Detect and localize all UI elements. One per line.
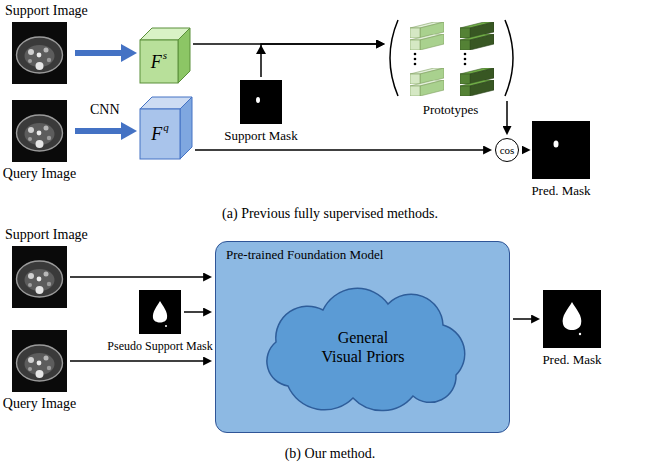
ct-image-panel: Query Image <box>12 100 67 162</box>
mask-image: Pred. Mask <box>532 121 590 179</box>
ellipsis-dots <box>414 58 417 61</box>
ct-scan <box>12 22 67 392</box>
ct-image-panel-label: Support Image <box>5 227 88 243</box>
cloud-outline <box>248 282 478 412</box>
feature-cube-label: F <box>151 52 162 72</box>
prototype-set-label: Prototypes <box>423 102 479 118</box>
flow-arrow <box>261 44 377 77</box>
ct-image-panel-label: Query Image <box>3 166 76 182</box>
ct-scan <box>12 246 67 308</box>
feature-cube: Fs <box>140 28 190 83</box>
mask-image <box>139 290 181 334</box>
ct-scan <box>12 330 67 392</box>
prototype-bar <box>410 22 494 96</box>
feature-cube-green <box>140 40 178 83</box>
prototype-bar <box>410 80 444 96</box>
prototype-bracket <box>390 20 398 96</box>
prototype-bar <box>460 80 494 96</box>
flow-arrow <box>195 149 484 151</box>
cloud-outline <box>267 288 465 410</box>
prototype-set: Prototypes <box>388 18 513 98</box>
prior-cloud-label: General Visual Priors <box>318 328 408 366</box>
block-arrow <box>75 128 122 134</box>
feature-cube: Fq <box>140 97 192 159</box>
flow-arrow <box>506 101 508 127</box>
model-box-label: Pre-trained Foundation Model <box>226 247 383 263</box>
ellipsis-dots <box>464 58 467 61</box>
network-label: CNN <box>90 102 120 118</box>
ellipsis-dots <box>414 53 467 66</box>
mask-image-label: Support Mask <box>224 128 297 144</box>
mask-image <box>256 97 260 103</box>
ct-image-panel-label: Query Image <box>3 396 76 412</box>
ct-image-panel: Support Image <box>12 246 67 308</box>
mask-image: Support Mask <box>240 80 282 124</box>
ct-image-panel: Query Image <box>12 330 67 392</box>
cos-circle: cos <box>495 138 519 162</box>
prototype-bar <box>410 34 444 50</box>
ct-scan <box>12 22 67 84</box>
flow-arrow <box>70 276 204 278</box>
ct-image-panel-label: Support Image <box>5 3 88 19</box>
flow-arrow <box>521 149 523 151</box>
feature-cube-green <box>140 28 190 83</box>
feature-cube-blue <box>140 97 192 159</box>
mask-image: Pseudo Support Mask <box>139 290 181 334</box>
ellipsis-dots <box>464 53 467 56</box>
ellipsis-dots <box>464 63 467 66</box>
model-box: Pre-trained Foundation ModelGeneral Visu… <box>215 241 510 433</box>
flow-arrow <box>70 360 204 362</box>
prototype-bar <box>460 34 494 50</box>
feature-cube-label: F <box>151 124 162 144</box>
cos-circle-label: cos <box>500 144 515 156</box>
mask-image <box>240 80 282 124</box>
mask-image-label: Pred. Mask <box>542 352 601 368</box>
prototype-bracket <box>390 20 513 96</box>
ellipsis-dots <box>414 53 417 56</box>
mask-image <box>554 141 559 148</box>
feature-cube-blue <box>180 97 192 159</box>
feature-cube-green <box>178 28 190 83</box>
mask-image <box>543 290 601 348</box>
mask-image <box>532 121 590 179</box>
feature-cube-blue <box>140 109 180 159</box>
mask-image <box>579 333 581 335</box>
mask-image: Pred. Mask <box>543 290 601 348</box>
subfigure-caption: (b) Our method. <box>285 446 376 462</box>
block-arrow <box>75 50 122 56</box>
mask-image <box>165 325 167 327</box>
flow-arrow <box>184 311 204 313</box>
ct-image-panel: Support Image <box>12 22 67 84</box>
label-holder: (b) Our method. <box>2 444 656 462</box>
feature-superscript: s <box>163 45 167 65</box>
mask-image <box>563 302 582 330</box>
cube-face: Fq <box>140 109 180 159</box>
mask-image-label: Pseudo Support Mask <box>107 338 212 354</box>
mask-image <box>153 301 167 323</box>
cube-face: Fs <box>140 40 178 83</box>
prior-cloud: General Visual Priors <box>248 282 478 412</box>
mask-image-label: Pred. Mask <box>531 183 590 199</box>
ellipsis-dots <box>414 63 417 66</box>
feature-superscript: q <box>163 117 169 137</box>
label-holder: (a) Previous fully supervised methods. <box>2 204 656 222</box>
prototype-bracket <box>505 20 513 96</box>
flow-arrow <box>513 318 532 320</box>
label-holder: CNN <box>90 100 120 118</box>
ct-scan <box>12 100 67 162</box>
subfigure-caption: (a) Previous fully supervised methods. <box>222 206 438 222</box>
